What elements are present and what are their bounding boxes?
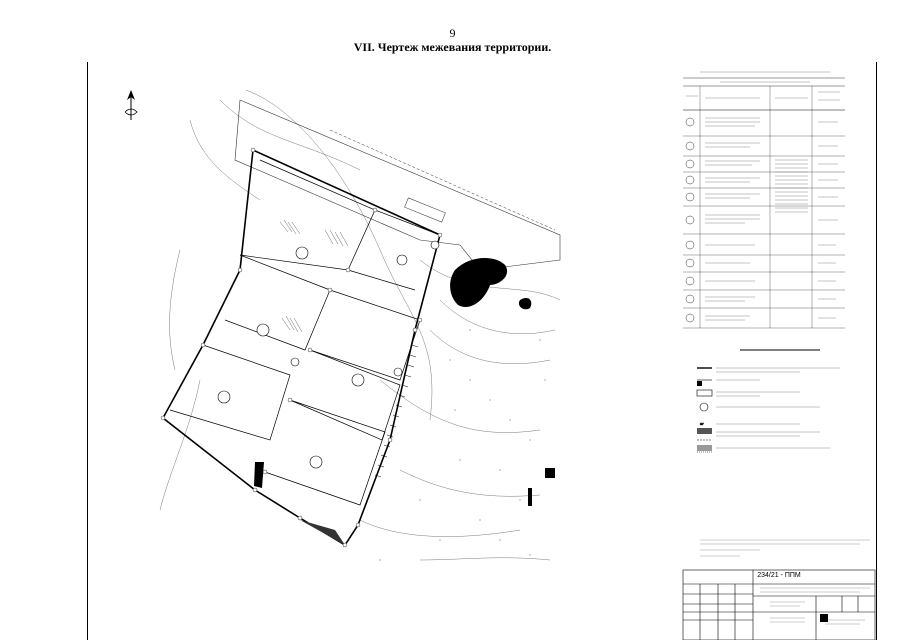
parcel-table-icons <box>685 117 695 323</box>
terrain-dots <box>379 329 546 561</box>
surrounding-topography <box>159 89 561 561</box>
north-arrow-icon <box>124 90 138 120</box>
legend: ЗУ <box>696 349 840 453</box>
parcel-boundaries <box>169 159 441 506</box>
parcel-table <box>683 77 845 329</box>
title-block-text-lines <box>760 587 870 625</box>
page-number: 9 <box>449 26 456 40</box>
road-strip <box>234 99 561 271</box>
svg-text:ЗУ: ЗУ <box>700 422 704 426</box>
boundary-points <box>160 147 443 548</box>
notes <box>700 539 870 557</box>
table-text-lines <box>686 71 840 321</box>
stamp-code: 234/21 - ППМ <box>757 572 801 579</box>
territory-boundary <box>161 148 441 547</box>
company-logo <box>820 614 828 622</box>
vegetation-hatch <box>279 219 349 333</box>
pond <box>450 258 508 308</box>
corner-triangle <box>300 520 345 545</box>
dark-areas <box>254 462 555 506</box>
parcel-markers <box>217 240 440 469</box>
drawing-frame <box>87 62 877 640</box>
section-title: VII. Чертеж межевания территории. <box>353 40 552 54</box>
title-block <box>682 569 876 640</box>
hatched-boundary <box>374 344 419 478</box>
